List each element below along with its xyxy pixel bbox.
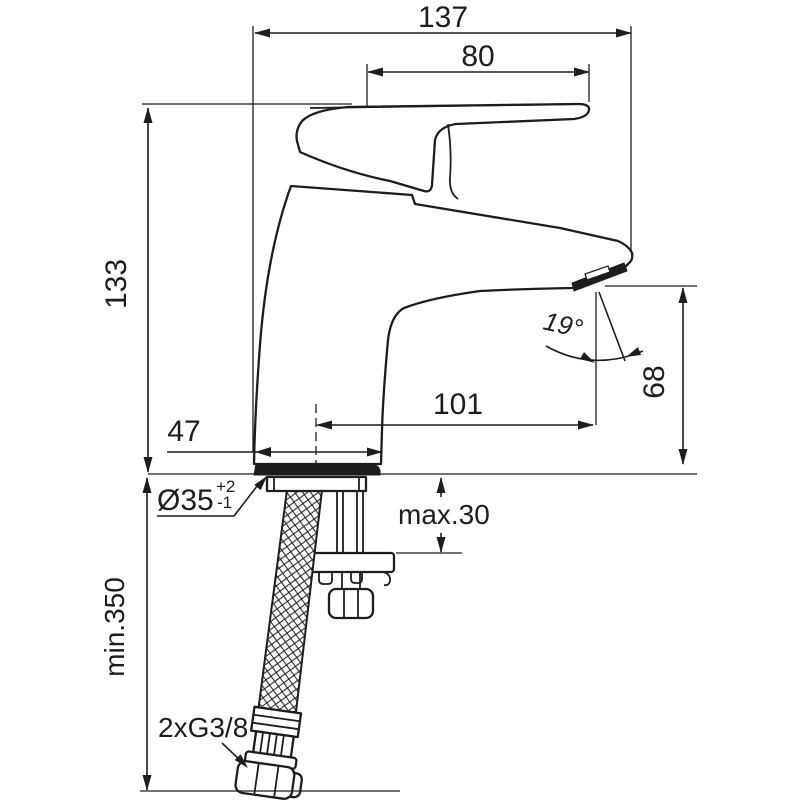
dimension-101: 101 bbox=[316, 388, 594, 430]
fixing-nut bbox=[327, 587, 375, 620]
base-flange bbox=[265, 475, 368, 493]
body-height-label: 133 bbox=[100, 259, 133, 309]
dimension-137: 137 bbox=[254, 1, 632, 38]
dimension-68: 68 bbox=[638, 287, 688, 465]
dimension-angle-19: 19° bbox=[541, 291, 644, 363]
dimension-max30: max.30 bbox=[398, 477, 490, 553]
body-outline bbox=[252, 184, 634, 466]
aerator-slot bbox=[584, 265, 611, 281]
handle-length-label: 80 bbox=[461, 40, 494, 73]
hole-diameter-label: Ø35 bbox=[157, 484, 214, 517]
lever-handle bbox=[295, 102, 591, 200]
hose-end-fitting bbox=[234, 705, 303, 800]
extension-lines bbox=[140, 26, 697, 792]
outlet-height-label: 68 bbox=[638, 365, 671, 398]
dimension-min350: min.350 bbox=[99, 477, 152, 791]
dimension-80: 80 bbox=[367, 40, 590, 77]
hole-tol-minus: -1 bbox=[217, 493, 232, 512]
connection-thread-label: 2xG3/8 bbox=[158, 712, 248, 743]
base-depth-label: 47 bbox=[167, 415, 200, 448]
threaded-rods bbox=[336, 491, 364, 553]
hole-tol-plus: +2 bbox=[216, 477, 235, 496]
braided-hose bbox=[234, 489, 324, 800]
dimension-connection-thread: 2xG3/8 bbox=[158, 712, 248, 768]
handle-top-edge bbox=[309, 103, 584, 109]
min-hose-length-label: min.350 bbox=[99, 577, 130, 677]
overall-width-label: 137 bbox=[418, 1, 468, 34]
dimension-hole-diameter: Ø35 +2 -1 bbox=[157, 476, 267, 517]
handle-outline bbox=[295, 102, 591, 193]
fitting-ribs bbox=[259, 733, 285, 757]
handle-neck bbox=[447, 123, 459, 200]
max-deck-thickness-label: max.30 bbox=[398, 499, 490, 530]
faucet-body bbox=[252, 184, 634, 476]
dimension-47: 47 bbox=[167, 415, 383, 457]
spout-reach-label: 101 bbox=[433, 388, 483, 421]
spout-angle-label: 19° bbox=[541, 306, 586, 344]
dimension-133: 133 bbox=[100, 107, 153, 473]
